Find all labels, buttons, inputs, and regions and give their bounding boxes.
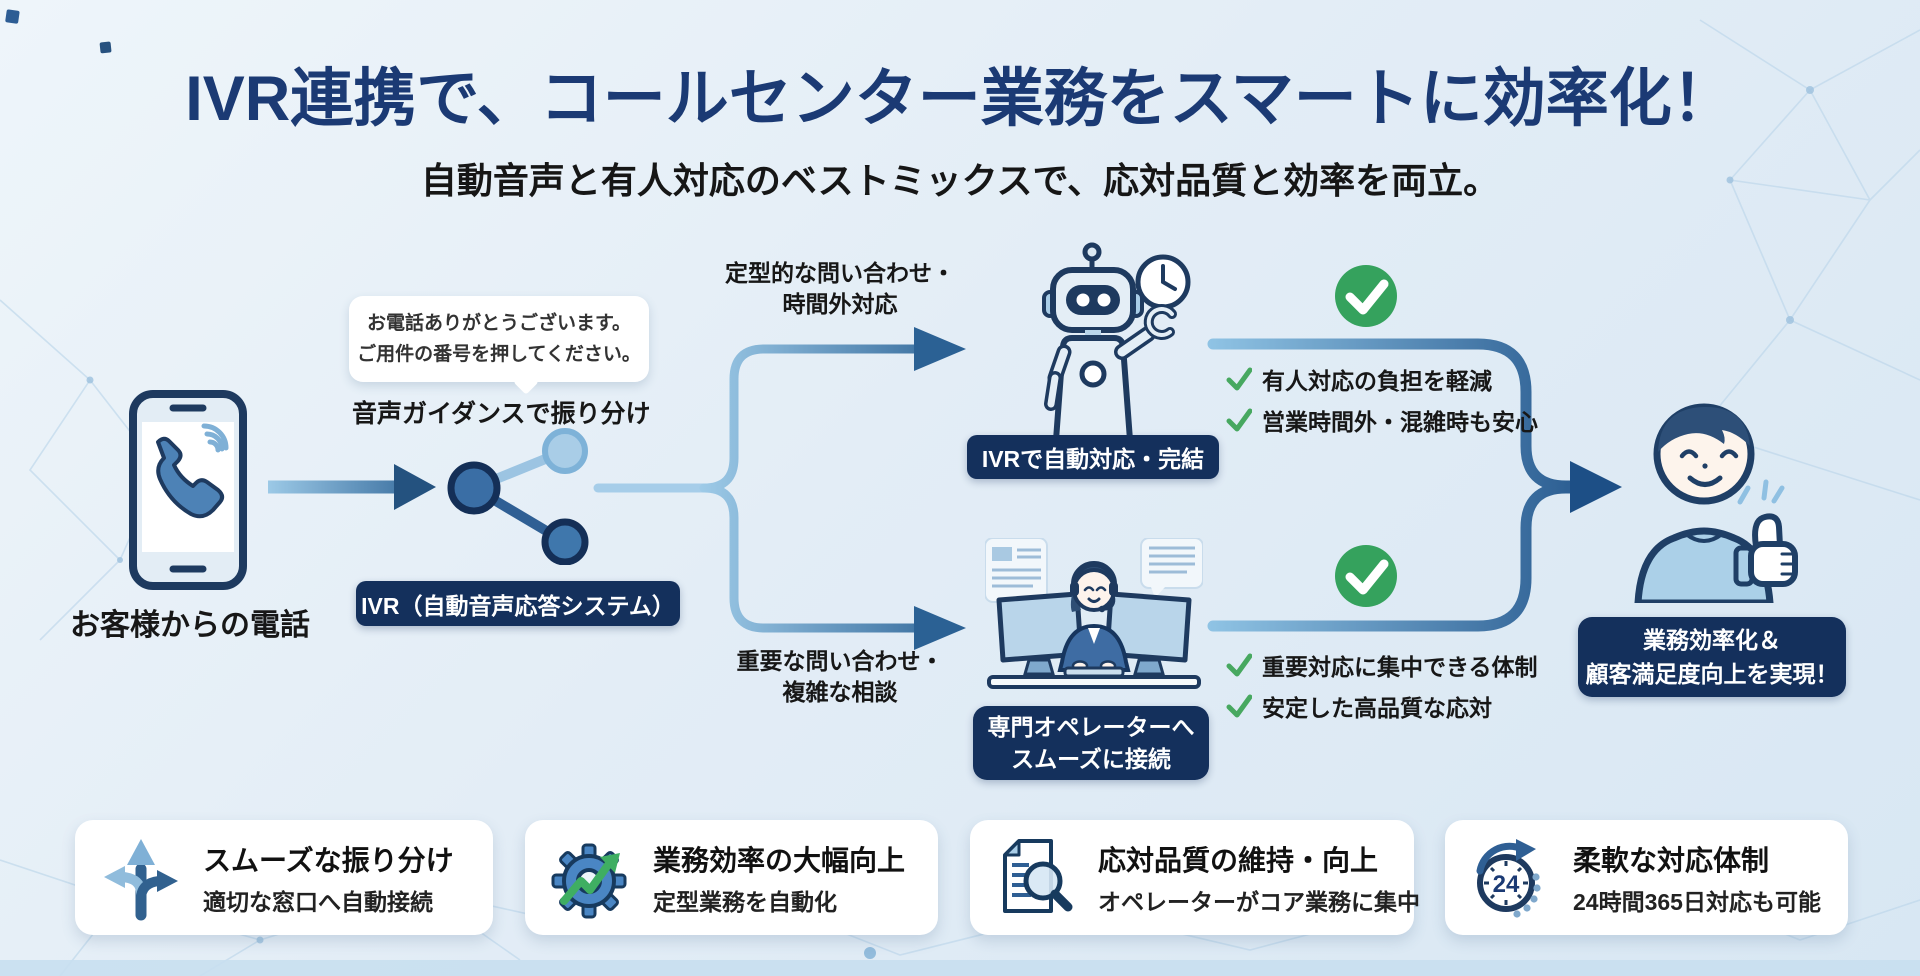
feature-card-routing: スムーズな振り分け 適切な窓口へ自動接続 — [75, 820, 493, 935]
card-title: 業務効率の大幅向上 — [653, 844, 906, 876]
satisfied-customer-icon — [1634, 403, 1798, 603]
card-subtitle: オペレーターがコア業務に集中 — [1098, 888, 1420, 915]
check-icon — [1226, 408, 1252, 432]
outcome-box: 業務効率化＆ 顧客満足度向上を実現！ — [1578, 617, 1846, 697]
operator-icon — [985, 538, 1203, 689]
svg-text:24: 24 — [1493, 871, 1520, 898]
branch-top-label: 定型的な問い合わせ・ 時間外対応 — [725, 260, 955, 318]
ivr-voice-bubble: お電話ありがとうございます。 ご用件の番号を押してください。 — [349, 296, 649, 382]
benefit-item: 安定した高品質な応対 — [1226, 689, 1538, 723]
operator-result-line2: スムーズに接続 — [1011, 746, 1171, 772]
check-icon — [1226, 694, 1252, 718]
feature-card-availability: 24 柔軟な対応体制 24時間365日対応も可能 — [1445, 820, 1848, 935]
card-title: 柔軟な対応体制 — [1573, 844, 1770, 876]
caller-label: お客様からの電話 — [70, 609, 310, 642]
card-title: スムーズな振り分け — [203, 844, 454, 876]
feature-card-quality: 応対品質の維持・向上 オペレーターがコア業務に集中 — [970, 820, 1420, 935]
clock-24h-icon: 24 — [1463, 830, 1559, 926]
arrow-phone-to-ivr — [268, 464, 436, 510]
benefit-item: 重要対応に集中できる体制 — [1226, 648, 1538, 682]
ivr-system-box: IVR（自動音声応答システム） — [356, 581, 680, 626]
benefit-item: 営業時間外・混雑時も安心 — [1226, 403, 1538, 437]
smartphone-call-icon — [129, 390, 247, 590]
card-subtitle: 適切な窓口へ自動接続 — [203, 888, 433, 915]
bubble-line1: お電話ありがとうございます。 — [366, 312, 632, 334]
bubble-line2: ご用件の番号を押してください。 — [357, 344, 641, 365]
robot-result-box: IVRで自動対応・完結 — [967, 435, 1219, 479]
success-check-icon — [1335, 545, 1397, 607]
page-subtitle: 自動音声と有人対応のベストミックスで、応対品質と効率を両立。 — [420, 160, 1500, 201]
check-icon — [1226, 367, 1252, 391]
operator-benefits: 重要対応に集中できる体制 安定した高品質な応対 — [1226, 648, 1538, 723]
branch-arrows-icon — [93, 830, 189, 926]
document-magnifier-icon — [988, 830, 1084, 926]
arrow-branch-top — [699, 327, 966, 493]
card-title: 応対品質の維持・向上 — [1098, 844, 1379, 876]
page-title: IVR連携で、コールセンター業務をスマートに効率化！ — [185, 64, 1735, 134]
benefit-item: 有人対応の負担を軽減 — [1226, 362, 1538, 396]
operator-result-box: 専門オペレーターへ スムーズに接続 — [973, 706, 1209, 780]
arrow-merge-to-person — [1207, 338, 1622, 632]
card-subtitle: 定型業務を自動化 — [653, 888, 837, 915]
ivr-branch-node-icon — [447, 428, 589, 565]
operator-result-line1: 専門オペレーターへ — [987, 713, 1195, 740]
arrow-branch-bottom — [699, 483, 966, 650]
robot-ivr-icon — [1042, 242, 1191, 440]
outcome-line1: 業務効率化＆ — [1643, 626, 1781, 653]
success-check-icon — [1335, 265, 1397, 327]
ivr-system-label: IVR（自動音声応答システム） — [361, 592, 675, 619]
gear-growth-icon — [543, 830, 639, 926]
robot-benefits: 有人対応の負担を軽減 営業時間外・混雑時も安心 — [1226, 362, 1538, 437]
robot-result-label: IVRで自動対応・完結 — [981, 446, 1205, 472]
check-icon — [1226, 653, 1252, 677]
outcome-line2: 顧客満足度向上を実現！ — [1585, 661, 1839, 687]
card-subtitle: 24時間365日対応も可能 — [1573, 888, 1821, 915]
guidance-label: 音声ガイダンスで振り分け — [352, 400, 651, 428]
feature-card-efficiency: 業務効率の大幅向上 定型業務を自動化 — [525, 820, 938, 935]
branch-bottom-label: 重要な問い合わせ・ 複雑な相談 — [736, 648, 944, 706]
